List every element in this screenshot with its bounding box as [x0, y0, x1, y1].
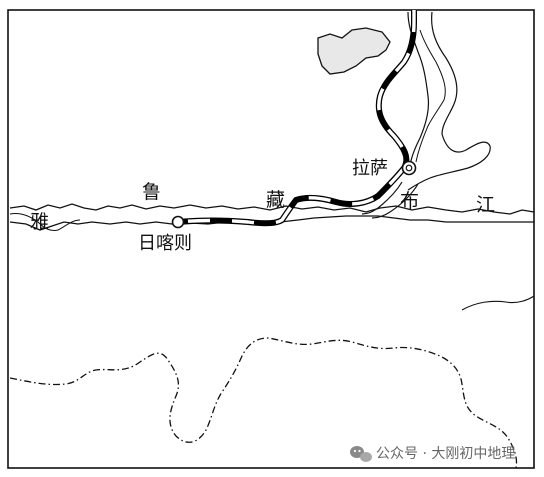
main-river-north-bank	[9, 203, 535, 215]
map-frame	[7, 9, 535, 469]
lhasa-river-inner-bank	[415, 29, 446, 163]
river-label-ya: 雅	[30, 211, 49, 233]
shigatse-marker	[171, 215, 185, 229]
tributary-channel-2	[371, 183, 419, 219]
river-label-jiang: 江	[476, 194, 495, 216]
lake	[317, 27, 391, 75]
national-border	[9, 337, 518, 469]
wechat-icon	[350, 446, 372, 462]
city-label-shigatse: 日喀则	[138, 233, 192, 254]
city-label-lhasa: 拉萨	[352, 158, 388, 179]
watermark: 公众号 · 大刚初中地理	[350, 445, 515, 462]
river-west-branch	[9, 213, 81, 231]
river-label-bu: 布	[400, 190, 419, 212]
river-label-zang: 藏	[266, 189, 285, 211]
lhasa-marker	[401, 160, 417, 176]
watermark-text: 公众号 · 大刚初中地理	[376, 445, 515, 462]
river-label-lu: 鲁	[142, 181, 161, 203]
railway-line	[177, 10, 417, 227]
lhasa-river-east-bank	[407, 11, 491, 191]
east-small-river	[461, 295, 535, 311]
